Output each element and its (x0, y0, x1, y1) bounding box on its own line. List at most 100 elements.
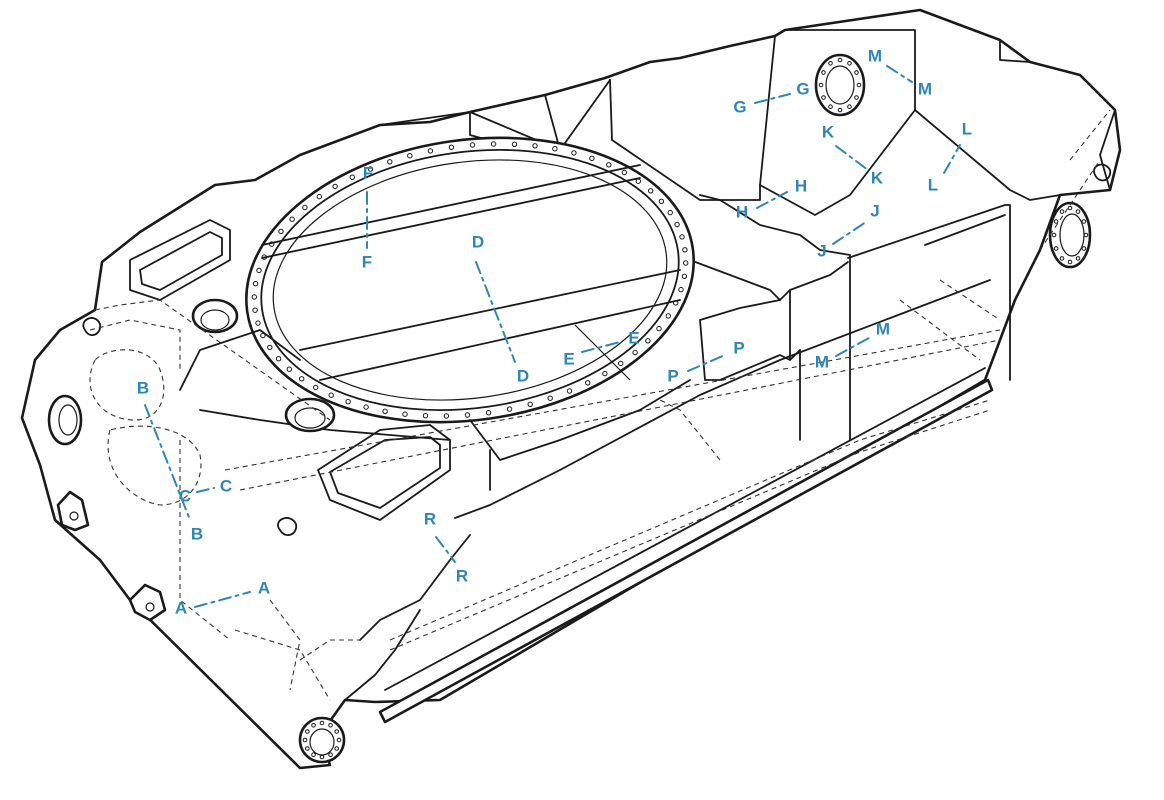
ring-rivet (275, 356, 282, 362)
section-cut-line (475, 261, 516, 363)
boss-rivet (1081, 219, 1087, 224)
ring-rivet (328, 392, 334, 398)
marker-c-end: C (220, 476, 232, 495)
ring-rivet (602, 370, 608, 377)
ring-rivet (382, 408, 388, 414)
marker-p-end: P (733, 338, 744, 357)
ring-rivet (427, 148, 434, 154)
section-cut-line (832, 221, 867, 245)
boss-rivet (818, 82, 824, 88)
section-cut-line (943, 144, 961, 174)
ring-rivet (566, 388, 573, 394)
marker-l-end: L (962, 119, 972, 138)
marker-j-start: J (817, 241, 826, 260)
ring-rivet (286, 366, 292, 372)
ring-rivet (635, 178, 641, 184)
boss-rivet (319, 720, 325, 726)
ring-rivet (278, 228, 284, 235)
marker-b-start: B (137, 378, 149, 397)
ring-rivet (345, 399, 351, 405)
marker-e-start: E (563, 349, 574, 368)
boss-rivet (1051, 232, 1057, 238)
boss-rivet (328, 723, 333, 728)
section-cut-line (194, 591, 251, 608)
section-cut-line (886, 65, 913, 83)
marker-j-end: J (870, 201, 879, 220)
marker-m2-end: M (876, 319, 890, 338)
marker-f-end: F (362, 252, 372, 271)
boss-rivet (1067, 259, 1073, 265)
interior-bulkhead (699, 194, 851, 441)
marker-k-end: K (871, 168, 884, 187)
boss-rivet (821, 70, 826, 75)
boss-rivet (1059, 209, 1065, 214)
marker-r-end: R (456, 566, 468, 585)
marker-p-start: P (667, 366, 678, 385)
boss-rivet (828, 104, 833, 109)
section-cut-line (435, 536, 456, 563)
ring-rivet (367, 166, 374, 172)
ring-rivet (267, 344, 273, 351)
ring-rivet (674, 221, 680, 228)
ring-rivet (506, 406, 513, 412)
marker-r-start: R (424, 509, 436, 528)
boss-rivet (305, 729, 310, 734)
marker-m2-start: M (815, 352, 829, 371)
ring-rivet (302, 204, 308, 211)
ring-rivet (571, 150, 577, 156)
ring-rivet (645, 338, 651, 344)
marker-e-end: E (628, 328, 639, 347)
ring-rivet (606, 162, 612, 168)
ring-rivet (511, 141, 518, 148)
boss-rivet (856, 82, 862, 88)
turret-ring-rivets (251, 141, 689, 419)
ring-rivet (552, 146, 558, 152)
boss-rivet (828, 61, 833, 66)
ring-rivet (349, 174, 355, 180)
ring-rivet (648, 188, 654, 194)
boss-rivet (1081, 246, 1087, 251)
boss-rivet (837, 57, 843, 63)
ring-rivet (316, 193, 322, 200)
ring-rivet (443, 413, 450, 419)
marker-a-end: A (258, 578, 270, 597)
ring-rivet (656, 325, 662, 332)
marker-c-start: C (179, 486, 191, 505)
ring-rivet (681, 273, 688, 279)
boss-rivet (1083, 232, 1089, 238)
section-cut-line (835, 337, 870, 357)
ring-rivet (289, 216, 295, 222)
boss-rivet (302, 737, 308, 743)
ring-rivet (678, 286, 684, 293)
ring-rivet (589, 155, 595, 162)
marker-m1-start: M (868, 46, 882, 65)
ring-rivet (363, 404, 369, 410)
ring-rivet (407, 153, 413, 159)
section-cut-line (144, 404, 191, 521)
boss-rivet (847, 61, 852, 66)
ring-rivet (422, 413, 429, 419)
section-cut-line (581, 341, 621, 353)
section-cut-line (754, 93, 791, 104)
boss-rivet (847, 104, 852, 109)
boss-rivet (821, 95, 826, 100)
boss-rivet (305, 746, 310, 751)
boss-rivet (1053, 246, 1059, 251)
boss-rivet (334, 729, 340, 734)
ring-rivet (485, 410, 492, 416)
ring-rivet (490, 141, 497, 147)
boss-rivet (1067, 205, 1073, 211)
ring-rivet (667, 209, 673, 216)
ring-rivet (632, 349, 638, 356)
ring-rivet (255, 320, 261, 326)
ring-rivet (658, 198, 665, 205)
marker-h-start: H (736, 202, 748, 221)
ring-rivet (469, 142, 476, 148)
ring-rivet (532, 143, 538, 149)
boss-rivet (328, 752, 333, 758)
ring-rivet (299, 376, 305, 382)
ring-rivet (252, 307, 258, 313)
ring-rivet (682, 247, 688, 253)
track-rail (378, 378, 994, 724)
